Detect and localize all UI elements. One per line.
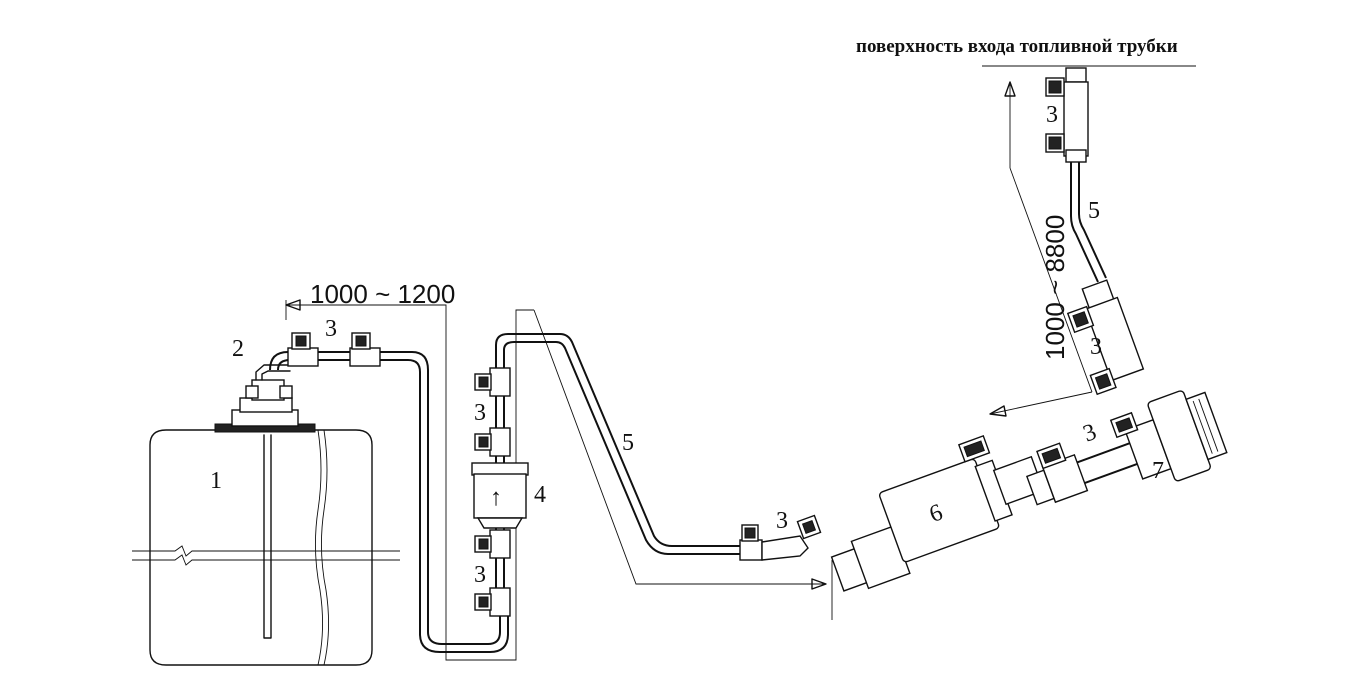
- dimension-label-horizontal: 1000 ~ 1200: [310, 279, 455, 309]
- part-label-3-filter-top: 3: [474, 400, 486, 426]
- part-label-3-heater: 3: [1080, 419, 1100, 448]
- part-label-3-filter-bottom: 3: [474, 562, 486, 588]
- dimension-heater-arrow: 1000 ~ 8800: [989, 81, 1093, 417]
- heater-assembly: 3: [1025, 390, 1228, 506]
- part-label-7: 7: [1152, 458, 1164, 484]
- dimension-horizontal: 1000 ~ 1200: [285, 279, 534, 661]
- filter-section: 3 ↑ 4 3: [471, 333, 546, 617]
- tank-fitting: 2: [214, 336, 316, 433]
- part-label-4: 4: [534, 482, 546, 508]
- part-label-3-riser-top: 3: [1046, 102, 1058, 128]
- clamp-pair-top: 3: [287, 316, 381, 367]
- fuel-pump: 6: [830, 435, 1045, 592]
- part-label-1: 1: [210, 468, 222, 494]
- dimension-label-vertical: 1000 ~ 8800: [1040, 215, 1070, 360]
- fuel-pipe-3: 3 5 3: [982, 65, 1196, 396]
- part-label-3-top: 3: [325, 316, 337, 342]
- fuel-pipe-1: [269, 351, 509, 653]
- part-label-2: 2: [232, 336, 244, 362]
- fuel-tank: 1: [132, 429, 400, 666]
- fuel-pipe-2: 5: [518, 309, 833, 620]
- part-label-5-lower: 5: [622, 430, 634, 456]
- filter-flow-arrow: ↑: [490, 485, 502, 511]
- part-label-3-pump-inlet: 3: [776, 508, 788, 534]
- clamp-pump-inlet: 3: [739, 508, 822, 561]
- part-label-5-upper: 5: [1088, 198, 1100, 224]
- diagram-title: поверхность входа топливной трубки: [856, 36, 1178, 57]
- part-label-3-riser-bottom: 3: [1090, 334, 1102, 360]
